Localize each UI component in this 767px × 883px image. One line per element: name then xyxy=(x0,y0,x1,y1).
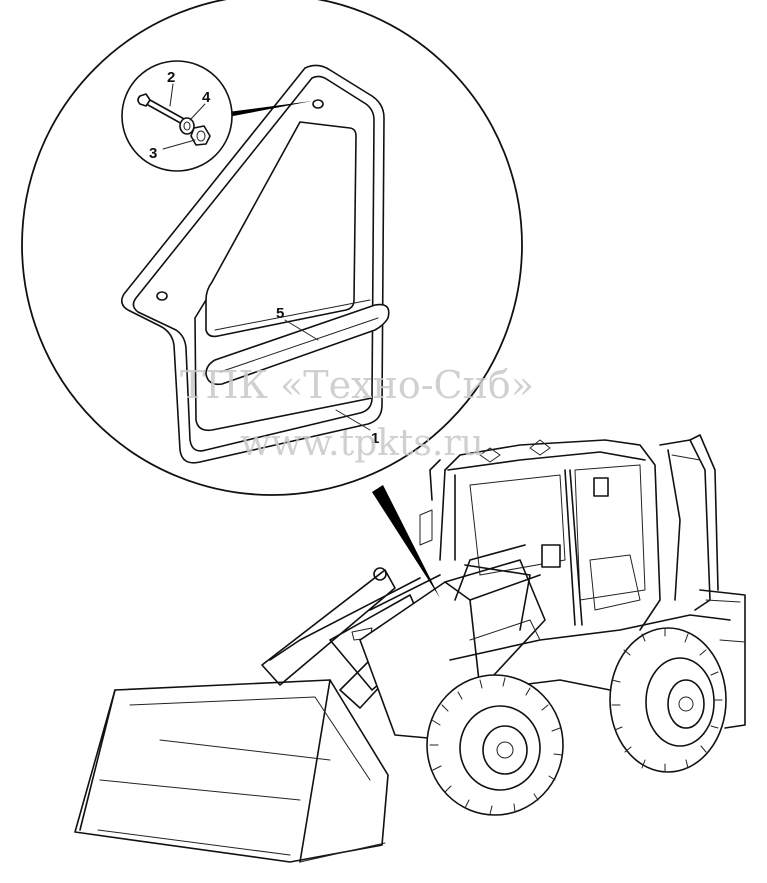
fastener-inset xyxy=(121,60,233,172)
callout-3: 3 xyxy=(149,145,157,162)
backhoe-boom xyxy=(659,434,746,729)
rear-wheel xyxy=(609,627,727,773)
step-bracket-part-1 xyxy=(120,64,385,464)
grip-pad-part-5 xyxy=(205,303,390,386)
leader-wedge xyxy=(372,485,440,598)
front-wheel xyxy=(426,674,564,816)
watermark-company: ТПК «Техно-Сиб» xyxy=(180,363,534,407)
detail-magnifier: 2 4 3 5 1 xyxy=(21,0,523,496)
callout-1: 1 xyxy=(371,430,379,447)
leader-line-1 xyxy=(335,409,371,431)
detail-circle xyxy=(21,0,523,496)
callout-2: 2 xyxy=(167,69,175,86)
callout-5: 5 xyxy=(276,305,284,322)
backhoe-loader-illustration xyxy=(74,434,746,863)
leader-line-5 xyxy=(284,319,319,341)
watermark-url: www.tpkts.ru xyxy=(240,423,484,464)
front-bucket xyxy=(74,679,389,863)
callout-4: 4 xyxy=(202,89,211,106)
watermark: ТПК «Техно-Сиб» www.tpkts.ru xyxy=(180,363,534,464)
operator-cab xyxy=(419,439,661,631)
